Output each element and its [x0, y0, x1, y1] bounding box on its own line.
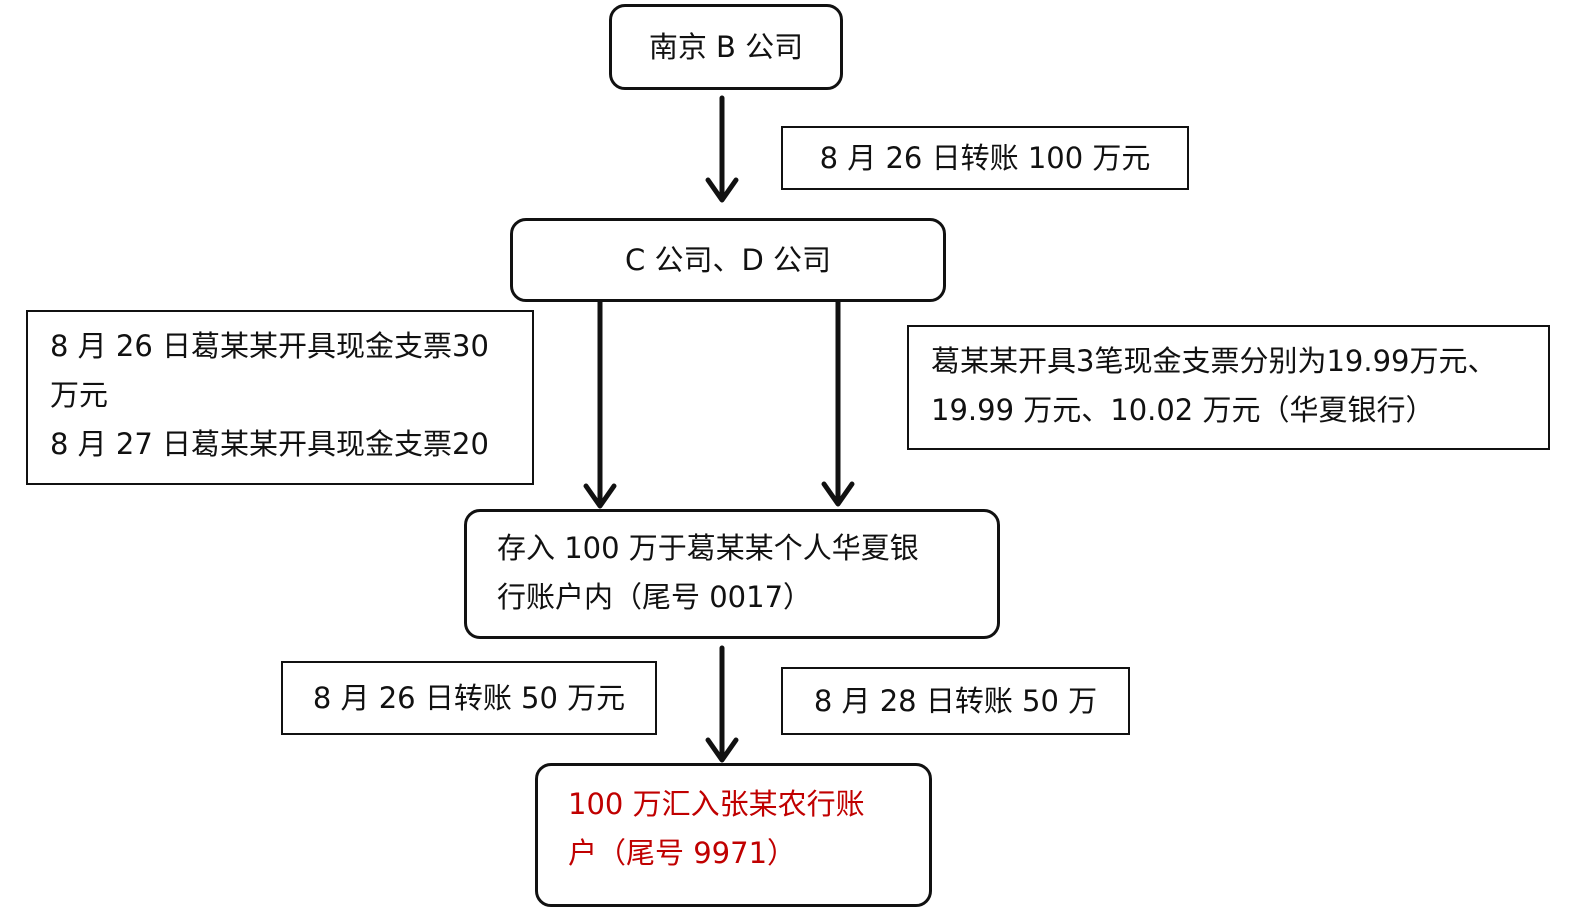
node-zhang-account: 100 万汇入张某农行账 户（尾号 9971）	[535, 763, 932, 907]
arrowhead-deposit-to-zhang	[705, 737, 739, 763]
label-transfer-100-text: 8 月 26 日转账 100 万元	[819, 140, 1151, 175]
label-transfer-50-26: 8 月 26 日转账 50 万元	[281, 661, 657, 735]
label-cheques-right: 葛某某开具3笔现金支票分别为19.99万元、 19.99 万元、10.02 万元…	[907, 325, 1550, 450]
arrowhead-b-to-cd	[705, 177, 739, 203]
label-cheques-left-line-1: 8 月 26 日葛某某开具现金支票30	[50, 329, 489, 363]
node-cd-company: C 公司、D 公司	[510, 218, 946, 302]
label-cheques-left-line-3: 8 月 27 日葛某某开具现金支票20	[50, 427, 489, 461]
label-transfer-50-28: 8 月 28 日转账 50 万	[781, 667, 1130, 735]
label-cheques-right-line-2: 19.99 万元、10.02 万元（华夏银行）	[931, 393, 1435, 427]
label-cheques-left: 8 月 26 日葛某某开具现金支票30 万元 8 月 27 日葛某某开具现金支票…	[26, 310, 534, 485]
arrowhead-cd-left	[583, 483, 617, 509]
node-b-company-text: 南京 B 公司	[648, 29, 804, 64]
label-transfer-100: 8 月 26 日转账 100 万元	[781, 126, 1189, 190]
node-zhang-account-line-1: 100 万汇入张某农行账	[568, 787, 865, 821]
node-b-company: 南京 B 公司	[609, 4, 843, 90]
node-deposit-line-1: 存入 100 万于葛某某个人华夏银	[497, 531, 919, 565]
arrowhead-cd-right	[821, 481, 855, 507]
node-cd-company-text: C 公司、D 公司	[624, 242, 832, 277]
label-transfer-50-26-text: 8 月 26 日转账 50 万元	[312, 680, 626, 715]
label-cheques-left-line-2: 万元	[50, 378, 109, 412]
node-zhang-account-line-2: 户（尾号 9971）	[568, 836, 797, 870]
label-transfer-50-28-text: 8 月 28 日转账 50 万	[813, 683, 1098, 718]
label-cheques-right-line-1: 葛某某开具3笔现金支票分别为19.99万元、	[931, 344, 1497, 378]
node-deposit-line-2: 行账户内（尾号 0017）	[497, 580, 813, 614]
node-deposit: 存入 100 万于葛某某个人华夏银 行账户内（尾号 0017）	[464, 509, 1000, 639]
